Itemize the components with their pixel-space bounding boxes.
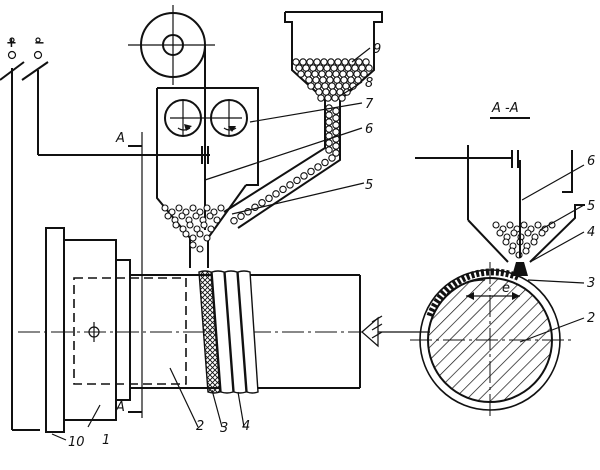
label-8: 8 <box>365 76 373 91</box>
section-line-a <box>128 132 143 418</box>
label-3-section: 3 <box>587 276 595 291</box>
label-1: 1 <box>102 433 110 448</box>
label-6: 6 <box>365 122 373 137</box>
label-2: 2 <box>196 419 204 434</box>
label-plus: + <box>6 36 17 51</box>
label-9: 9 <box>373 42 381 57</box>
label-minus: − <box>34 36 45 51</box>
label-5: 5 <box>365 178 373 193</box>
workpiece-cylinder <box>18 227 430 433</box>
label-10: 10 <box>68 435 85 450</box>
label-4-section: 4 <box>587 225 595 240</box>
label-7: 7 <box>365 97 374 112</box>
feed-housing <box>156 87 259 268</box>
label-4: 4 <box>242 419 250 434</box>
powder-hopper <box>223 11 383 229</box>
section-a-bottom: A <box>115 400 125 415</box>
leader-lines <box>51 47 585 441</box>
diagram-labels: + − 1 2 3 4 5 6 7 8 9 10 A A A -A 6 5 4 … <box>6 36 595 450</box>
label-2-section: 2 <box>587 311 595 326</box>
label-5-section: 5 <box>587 199 595 214</box>
label-eccentricity: e <box>502 281 510 296</box>
wire-spool <box>128 5 215 230</box>
label-3: 3 <box>220 421 228 436</box>
label-6-section: 6 <box>587 154 595 169</box>
section-view <box>410 117 585 420</box>
section-a-top: A <box>115 131 125 146</box>
section-title: A -A <box>491 101 519 116</box>
power-switch <box>0 50 210 431</box>
weld-beads <box>198 270 259 394</box>
